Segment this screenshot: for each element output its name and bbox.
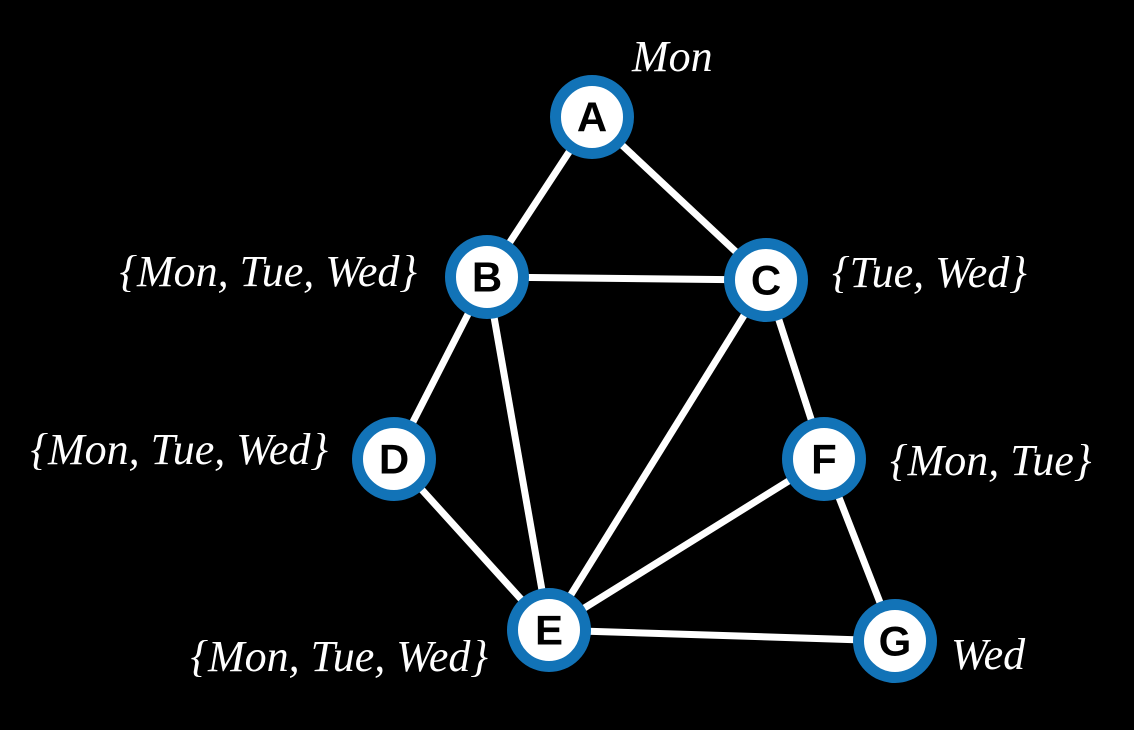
node-C: C [724,238,808,322]
edge-E-F [547,456,826,633]
node-D-circle [352,417,436,501]
node-E-domain-label: {Mon, Tue, Wed} [190,632,488,681]
nodes-layer: A B C D E F G [352,75,937,683]
node-C-domain-label: {Tue, Wed} [832,248,1027,297]
node-G-circle [853,599,937,683]
edges-layer [390,114,899,645]
node-G-letter: G [879,618,912,665]
node-F: F [782,417,866,501]
edge-E-G [548,626,896,645]
node-A-circle [550,75,634,159]
node-D-domain-label: {Mon, Tue, Wed} [30,425,328,474]
node-G-domain-label: Wed [951,630,1026,679]
node-E-circle [507,588,591,672]
node-A: A [550,75,634,159]
node-A-domain-label: Mon [631,32,713,81]
node-E-letter: E [535,607,563,654]
node-G: G [853,599,937,683]
node-D: D [352,417,436,501]
node-B-letter: B [472,254,502,301]
node-F-circle [782,417,866,501]
node-F-letter: F [811,436,837,483]
node-F-domain-label: {Mon, Tue} [890,436,1092,485]
edge-B-E [483,276,553,631]
edge-C-E [546,278,769,632]
node-D-letter: D [379,436,409,483]
node-C-circle [724,238,808,322]
node-E: E [507,588,591,672]
node-C-letter: C [751,257,781,304]
node-B-circle [445,235,529,319]
node-B-domain-label: {Mon, Tue, Wed} [119,247,417,296]
labels-layer: Mon {Mon, Tue, Wed} {Tue, Wed} {Mon, Tue, W… [30,32,1091,681]
node-A-letter: A [577,94,607,141]
node-B: B [445,235,529,319]
edge-B-C [486,273,767,284]
